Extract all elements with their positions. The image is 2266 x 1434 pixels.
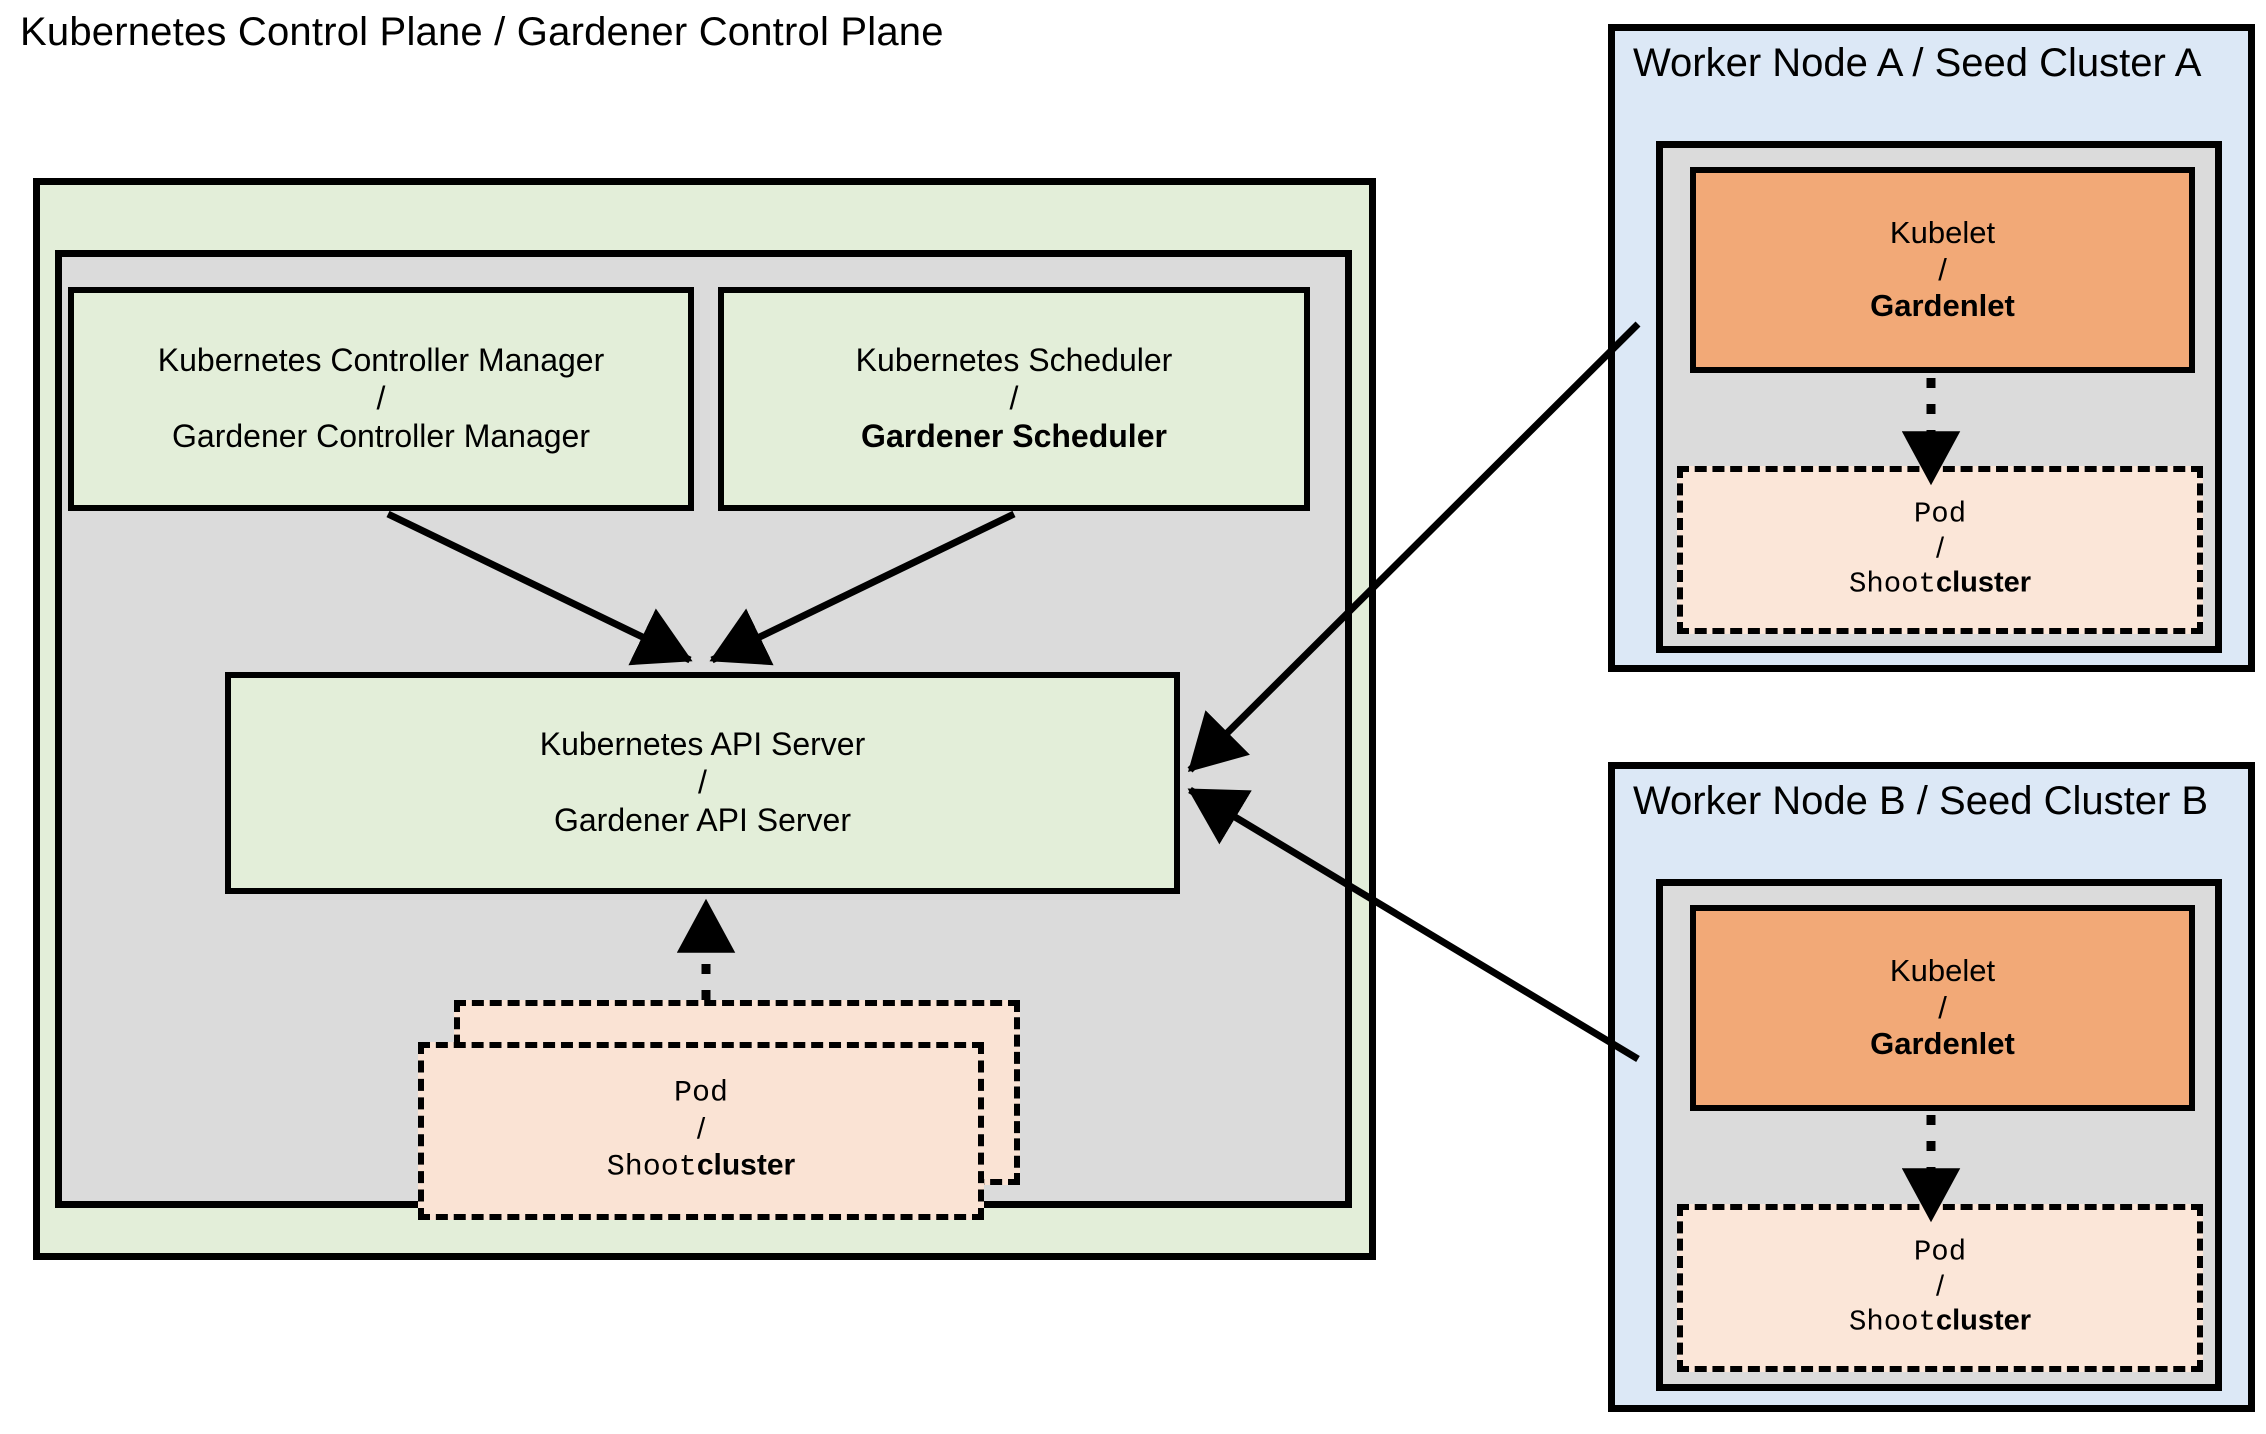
worker-node-a-pod-separator: / [1935,532,1945,565]
scheduler-line2: Gardener Scheduler [861,417,1167,454]
worker-node-b-inner-plate: Kubelet / Gardenlet Pod / Shootcluster [1656,879,2222,1391]
api-server-text: Kubernetes API Server / Gardener API Ser… [540,726,866,839]
api-server-line1: Kubernetes API Server [539,726,866,763]
control-plane-pod-separator: / [696,1112,706,1146]
worker-node-a-title: Worker Node A / Seed Cluster A [1633,41,2202,85]
control-plane-pod-cluster: cluster [696,1148,796,1182]
control-plane-title: Kubernetes Control Plane / Gardener Cont… [20,10,944,54]
worker-node-a-pod-text: Pod / Shootcluster [1683,498,2197,603]
control-plane-pod-line2: Shootcluster [424,1147,978,1185]
worker-node-a-agent-box[interactable]: Kubelet / Gardenlet [1690,167,2195,373]
worker-node-a-pod-line1: Pod [1913,497,1967,531]
scheduler-separator: / [1009,380,1019,417]
control-plane-pod-front[interactable]: Pod / Shootcluster [418,1042,984,1220]
worker-node-a-pod-shoot: Shoot [1848,568,1936,602]
worker-node-a-inner-plate: Kubelet / Gardenlet Pod / Shootcluster [1656,141,2222,653]
controller-manager-line2: Gardener Controller Manager [172,417,590,454]
worker-node-b-pod-text: Pod / Shootcluster [1683,1236,2197,1341]
control-plane-pod-shoot: Shoot [606,1150,697,1185]
worker-node-a-agent-line1: Kubelet [1889,215,1996,251]
worker-node-a-pod-cluster: cluster [1935,567,2032,600]
api-server-separator: / [698,764,707,801]
scheduler-text: Kubernetes Scheduler / Gardener Schedule… [856,342,1173,455]
worker-node-b-agent-text: Kubelet / Gardenlet [1870,953,2015,1063]
controller-manager-text: Kubernetes Controller Manager / Gardener… [158,342,604,455]
worker-node-a-container: Worker Node A / Seed Cluster A Kubelet /… [1608,24,2255,672]
control-plane-pod-line1: Pod [673,1076,728,1111]
controller-manager-box[interactable]: Kubernetes Controller Manager / Gardener… [68,287,694,511]
worker-node-a-agent-line2: Gardenlet [1870,288,2015,324]
worker-node-b-pod-shoot: Shoot [1848,1306,1936,1340]
worker-node-b-agent-line1: Kubelet [1889,953,1996,989]
scheduler-line1: Kubernetes Scheduler [855,342,1173,379]
scheduler-box[interactable]: Kubernetes Scheduler / Gardener Schedule… [718,287,1310,511]
worker-node-a-pod-box[interactable]: Pod / Shootcluster [1677,466,2203,634]
worker-node-b-pod-line2: Shootcluster [1683,1304,2197,1340]
worker-node-a-agent-text: Kubelet / Gardenlet [1870,215,2015,325]
worker-node-a-agent-separator: / [1938,251,1947,287]
worker-node-b-pod-line1: Pod [1913,1235,1967,1269]
controller-manager-separator: / [376,380,386,417]
worker-node-a-pod-line2: Shootcluster [1683,566,2197,602]
worker-node-b-agent-separator: / [1938,989,1947,1025]
worker-node-b-agent-line2: Gardenlet [1870,1026,2015,1062]
worker-node-b-pod-separator: / [1935,1270,1945,1303]
api-server-line2: Gardener API Server [553,801,851,838]
worker-node-b-pod-box[interactable]: Pod / Shootcluster [1677,1204,2203,1372]
worker-node-b-pod-cluster: cluster [1935,1305,2032,1338]
worker-node-b-agent-box[interactable]: Kubelet / Gardenlet [1690,905,2195,1111]
api-server-box[interactable]: Kubernetes API Server / Gardener API Ser… [225,672,1180,894]
worker-node-b-title: Worker Node B / Seed Cluster B [1633,779,2209,823]
control-plane-pod-text: Pod / Shootcluster [424,1076,978,1185]
controller-manager-line1: Kubernetes Controller Manager [157,342,605,379]
worker-node-b-container: Worker Node B / Seed Cluster B Kubelet /… [1608,762,2255,1412]
